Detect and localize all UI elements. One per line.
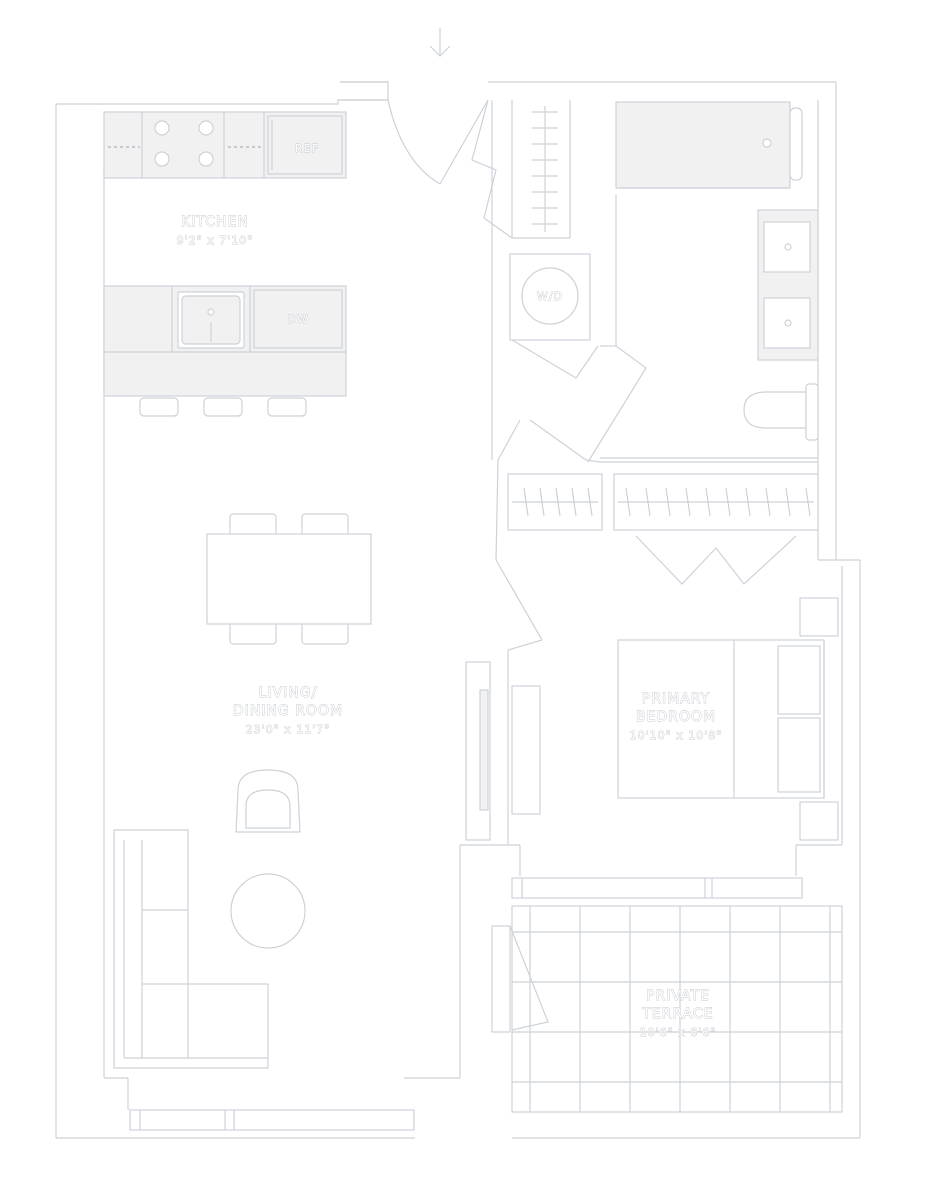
entry-closet [471, 99, 571, 239]
bedroom-dims: 10'10" x 10'8" [630, 729, 723, 742]
bedroom-name-line2: BEDROOM [636, 709, 716, 725]
terrace-name-line2: TERRACE [641, 1006, 713, 1022]
terrace-door [491, 925, 549, 1033]
sectional-sofa [113, 829, 269, 1069]
terrace-paving [511, 905, 843, 1113]
dining-table [206, 513, 372, 645]
washer-dryer-label: W/D [537, 290, 563, 303]
cooktop [154, 120, 214, 167]
bar-stools [139, 397, 307, 417]
bed [617, 597, 839, 841]
windows [129, 877, 803, 1131]
bathroom-vanity [757, 209, 819, 361]
kitchen-sink [177, 291, 245, 349]
kitchen-dims: 9'2" x 7'10" [177, 234, 254, 247]
living-name-line2: DINING ROOM [233, 703, 343, 719]
hall-walls [491, 100, 818, 561]
living-dims: 23'0" x 11'7" [246, 723, 331, 736]
refrigerator-label: REF [295, 142, 319, 155]
bedroom-name-line1: PRIMARY [642, 691, 710, 707]
kitchen-name: KITCHEN [181, 214, 249, 230]
outer-walls [55, 81, 861, 1139]
dishwasher-label: DW [287, 313, 308, 326]
bathtub [615, 101, 803, 189]
terrace-dims: 10'6" x 6'6" [640, 1026, 717, 1039]
terrace-name-line1: PRIVATE [646, 988, 710, 1004]
living-name-line1: LIVING/ [259, 685, 318, 701]
washer-dryer: W/D [509, 253, 599, 379]
tv-console [465, 661, 491, 841]
coffee-table [230, 873, 306, 949]
entry-door [338, 99, 489, 185]
hall-closet [507, 473, 603, 531]
armchair [235, 769, 301, 833]
dresser [511, 685, 541, 815]
entry-arrow-icon [429, 28, 451, 57]
refrigerator: REF [267, 115, 343, 175]
dishwasher: DW [253, 289, 343, 349]
bedroom-closet [613, 473, 819, 585]
bedroom-door [495, 559, 543, 845]
toilet [743, 383, 819, 441]
